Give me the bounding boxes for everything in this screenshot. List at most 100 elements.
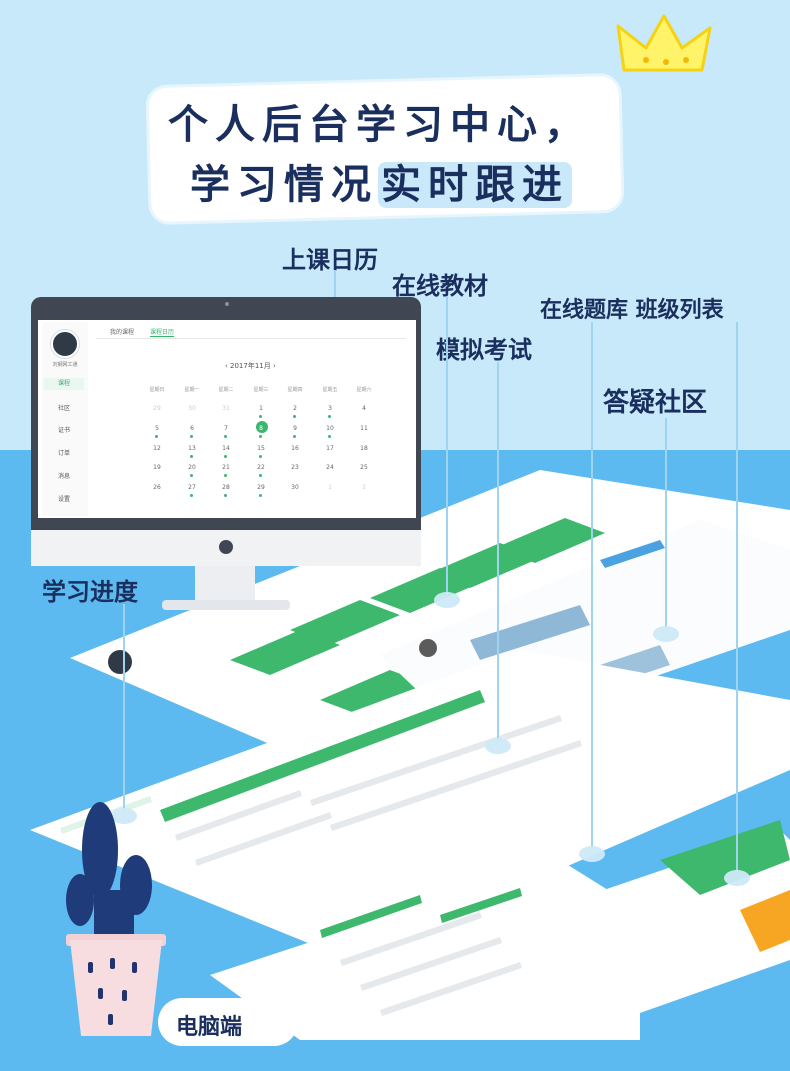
monitor-camera — [225, 302, 229, 306]
qa-tag — [600, 540, 665, 568]
panel-progress — [210, 860, 640, 1040]
calendar-day[interactable]: 1 — [259, 405, 263, 412]
lesson-marker — [190, 435, 193, 438]
sidebar-item-settings[interactable]: 设置 — [57, 496, 70, 503]
lesson-marker — [224, 474, 227, 477]
flower-pot — [70, 940, 162, 1036]
calendar-day[interactable]: 18 — [360, 445, 368, 452]
tab-course-calendar[interactable]: 课程日历 — [150, 329, 175, 337]
calendar-day[interactable]: 2 — [362, 484, 366, 491]
exam-row — [310, 715, 562, 806]
calendar-day[interactable]: 8 — [259, 425, 263, 432]
weekday-label: 星期一 — [184, 387, 200, 393]
calendar-day[interactable]: 9 — [293, 425, 297, 432]
calendar-day[interactable]: 27 — [188, 484, 196, 491]
calendar-day[interactable]: 10 — [326, 425, 334, 432]
sidebar-item-orders[interactable]: 订单 — [57, 450, 70, 457]
calendar-day[interactable]: 23 — [291, 464, 299, 471]
weekday-label: 星期四 — [287, 387, 303, 393]
sidebar-item-course[interactable]: 课程 — [44, 378, 84, 390]
leader-dot-bank — [579, 846, 605, 862]
exam-row — [175, 790, 302, 841]
leader-dot-qa — [653, 626, 679, 642]
headline-line-2: 学习情况实时跟进 — [190, 152, 572, 210]
user-avatar[interactable] — [51, 330, 79, 358]
lesson-marker — [224, 435, 227, 438]
calendar-day[interactable]: 29 — [153, 405, 161, 412]
calendar-day[interactable]: 20 — [188, 464, 196, 471]
calendar-day[interactable]: 4 — [362, 405, 366, 412]
chapter-row — [340, 912, 482, 966]
calendar-day[interactable]: 17 — [326, 445, 334, 452]
calendar-day[interactable]: 29 — [257, 484, 265, 491]
weekday-label: 星期五 — [322, 387, 338, 393]
calendar-day[interactable]: 1 — [328, 484, 332, 491]
calendar-day[interactable]: 22 — [257, 464, 265, 471]
calendar-day[interactable]: 24 — [326, 464, 334, 471]
lesson-marker — [259, 435, 262, 438]
sidebar-item-certificate[interactable]: 证书 — [57, 427, 70, 434]
panel-exam — [30, 650, 790, 960]
chapter-bar — [440, 888, 522, 923]
material-card — [495, 518, 605, 563]
label-materials: 在线教材 — [392, 272, 488, 300]
calendar-day[interactable]: 7 — [224, 425, 228, 432]
user-name: 刘钢网工通 — [52, 362, 78, 368]
monitor-base — [162, 600, 290, 610]
calendar-day[interactable]: 30 — [291, 484, 299, 491]
calendar-day[interactable]: 6 — [190, 425, 194, 432]
calendar-day[interactable]: 28 — [222, 484, 230, 491]
lesson-marker — [190, 494, 193, 497]
calendar-day[interactable]: 25 — [360, 464, 368, 471]
leader-line-class-list — [736, 322, 738, 872]
leader-dot-materials — [434, 592, 460, 608]
calendar-day[interactable]: 11 — [360, 425, 368, 432]
pot-pattern — [122, 990, 127, 1001]
calendar-day[interactable]: 26 — [153, 484, 161, 491]
power-button-icon — [219, 540, 233, 554]
lesson-marker — [328, 415, 331, 418]
exam-row — [195, 812, 332, 866]
crown-icon — [616, 14, 712, 72]
qa-avatar — [419, 639, 437, 657]
calendar-day[interactable]: 30 — [188, 405, 196, 412]
calendar-day[interactable]: 19 — [153, 464, 161, 471]
lesson-marker — [259, 494, 262, 497]
lesson-marker — [224, 455, 227, 458]
lesson-marker — [293, 415, 296, 418]
calendar-day[interactable]: 2 — [293, 405, 297, 412]
lesson-marker — [259, 455, 262, 458]
calendar-day[interactable]: 21 — [222, 464, 230, 471]
calendar-day[interactable]: 5 — [155, 425, 159, 432]
calendar-day[interactable]: 13 — [188, 445, 196, 452]
material-card — [320, 670, 430, 715]
exam-row — [330, 740, 582, 831]
headline-prefix: 学习情况 — [190, 162, 378, 208]
calendar-day[interactable]: 12 — [153, 445, 161, 452]
leader-line-progress — [123, 604, 125, 810]
weekday-label: 星期二 — [218, 387, 234, 393]
tab-my-courses[interactable]: 我的课程 — [110, 329, 135, 336]
sidebar-item-messages[interactable]: 消息 — [57, 473, 70, 480]
month-selector[interactable]: ‹ 2017年11月 › — [225, 362, 276, 370]
calendar-day[interactable]: 15 — [257, 445, 265, 452]
leader-dot-progress — [111, 808, 137, 824]
calendar-day[interactable]: 16 — [291, 445, 299, 452]
chapter-row — [360, 937, 502, 991]
monitor-stand — [195, 566, 255, 604]
sidebar-item-community[interactable]: 社区 — [57, 405, 70, 412]
calendar-day[interactable]: 3 — [328, 405, 332, 412]
lesson-marker — [155, 435, 158, 438]
label-mock-exam: 模拟考试 — [436, 336, 532, 364]
calendar-day[interactable]: 14 — [222, 445, 230, 452]
lesson-marker — [224, 494, 227, 497]
today-marker — [256, 421, 268, 433]
qa-image — [470, 605, 590, 660]
calendar-day[interactable]: 31 — [222, 405, 230, 412]
leader-line-qa — [665, 418, 667, 630]
material-card — [290, 600, 400, 645]
pot-pattern — [108, 1014, 113, 1025]
leader-dot-exam — [485, 738, 511, 754]
label-calendar: 上课日历 — [282, 246, 378, 274]
headline-highlight: 实时跟进 — [378, 162, 572, 208]
